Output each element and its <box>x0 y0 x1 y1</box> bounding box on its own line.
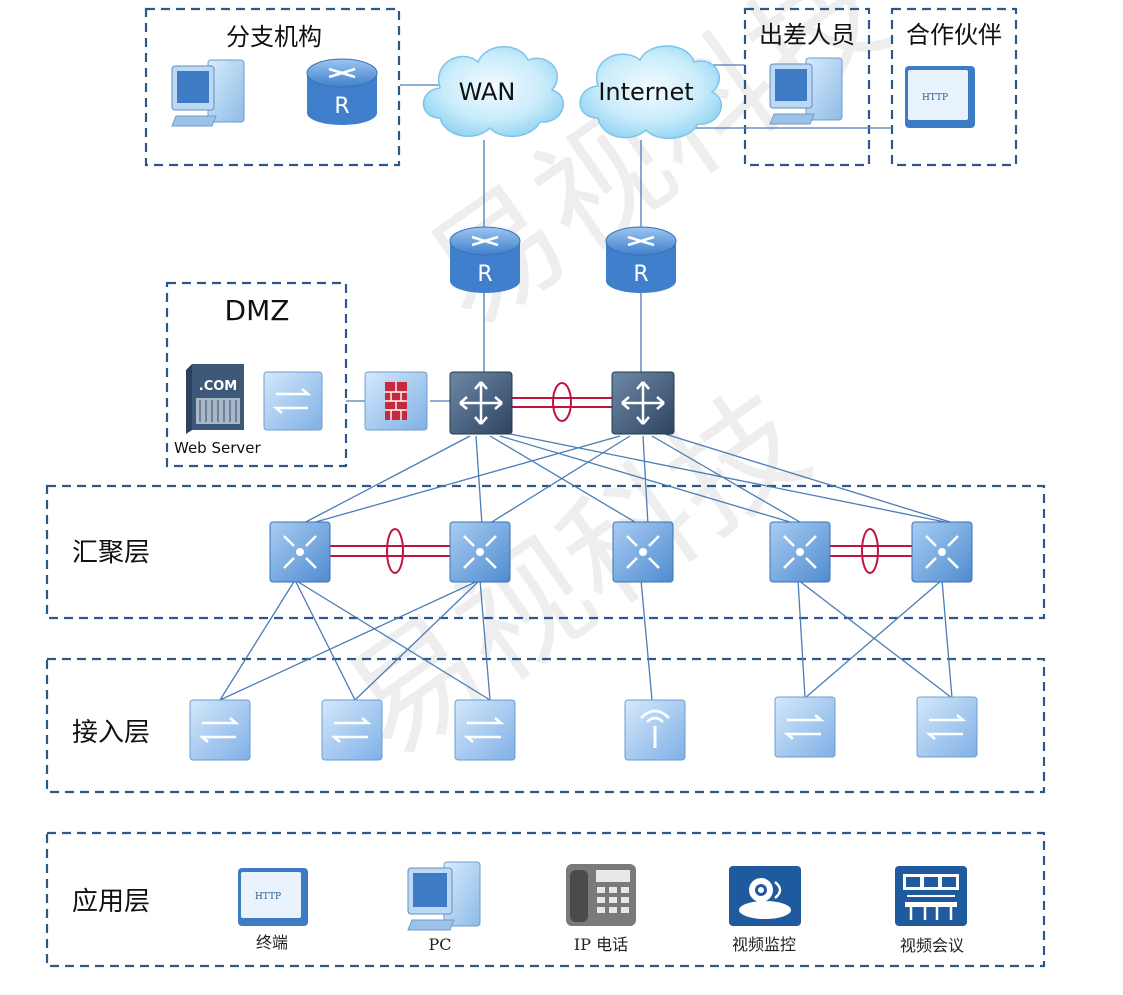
pc-icon <box>407 861 481 931</box>
wan-router-letter: R <box>477 262 492 287</box>
app-label-video-surveillance: 视频监控 <box>732 935 796 954</box>
app-label-terminal: 终端 <box>256 933 288 952</box>
aggregation-switch-icon <box>269 521 331 583</box>
travel-staff-box <box>743 7 871 167</box>
links <box>219 64 953 701</box>
access-switch-icon <box>454 699 516 761</box>
travel-pc-icon <box>769 57 843 125</box>
access-layer-label: 接入层 <box>72 718 150 748</box>
aggregation-switch-icon <box>612 521 674 583</box>
application-layer-box <box>45 831 1046 968</box>
ip-phone-icon <box>566 864 636 926</box>
wan-label: WAN <box>459 78 516 106</box>
access-switches <box>189 696 978 761</box>
web-server-label: Web Server <box>174 439 261 457</box>
dmz-box <box>165 281 348 468</box>
wan-cloud: WAN <box>422 46 564 138</box>
firewall-icon <box>364 371 428 431</box>
access-switch-icon <box>321 699 383 761</box>
terminal-http-label: HTTP <box>255 892 281 902</box>
aggregation-layer-box <box>45 484 1046 620</box>
web-server-icon: .COM <box>186 364 244 434</box>
aggregation-switches <box>269 521 973 583</box>
access-layer-box <box>45 657 1046 794</box>
application-layer-label: 应用层 <box>72 887 150 917</box>
app-label-ip-phone: IP 电话 <box>574 935 628 954</box>
aggregation-switch-icon <box>449 521 511 583</box>
branch-pc-icon <box>171 59 245 127</box>
partner-title: 合作伙伴 <box>906 21 1002 49</box>
access-switch-icon <box>916 696 978 758</box>
branch-router-icon: R <box>306 58 378 125</box>
app-pc: PC <box>407 861 481 954</box>
aggregation-switch-icon <box>911 521 973 583</box>
wireless-ap-icon <box>624 699 686 761</box>
access-switch-icon <box>189 699 251 761</box>
branch-office-title: 分支机构 <box>226 23 322 51</box>
partner-box <box>890 7 1018 167</box>
app-video-surveillance: 视频监控 <box>729 866 801 954</box>
internet-router-letter: R <box>633 262 648 287</box>
core-switch-right-icon <box>611 371 675 435</box>
app-label-pc: PC <box>428 935 451 954</box>
dmz-switch-icon <box>263 371 323 431</box>
access-switch-icon <box>774 696 836 758</box>
internet-cloud: Internet <box>579 45 723 140</box>
app-ip-phone: IP 电话 <box>566 864 636 954</box>
app-label-video-conference: 视频会议 <box>900 936 964 955</box>
video-surveillance-icon <box>729 866 801 926</box>
app-video-conference: 视频会议 <box>895 866 967 955</box>
com-label: .COM <box>199 379 237 394</box>
core-switch-left-icon <box>449 371 513 435</box>
dmz-title: DMZ <box>225 294 290 327</box>
http-terminal-icon: HTTP <box>238 868 308 926</box>
video-conference-icon <box>895 866 967 926</box>
aggregation-layer-label: 汇聚层 <box>72 538 150 568</box>
internet-router-icon: R <box>605 226 677 293</box>
internet-label: Internet <box>598 78 693 106</box>
aggregation-switch-icon <box>769 521 831 583</box>
partner-http-label: HTTP <box>922 93 948 103</box>
app-terminal: HTTP 终端 <box>238 868 308 952</box>
partner-http-terminal-icon: HTTP <box>905 66 975 128</box>
travel-staff-title: 出差人员 <box>759 21 855 49</box>
branch-office-box <box>144 7 401 167</box>
branch-router-letter: R <box>334 94 349 119</box>
wan-router-icon: R <box>449 226 521 293</box>
